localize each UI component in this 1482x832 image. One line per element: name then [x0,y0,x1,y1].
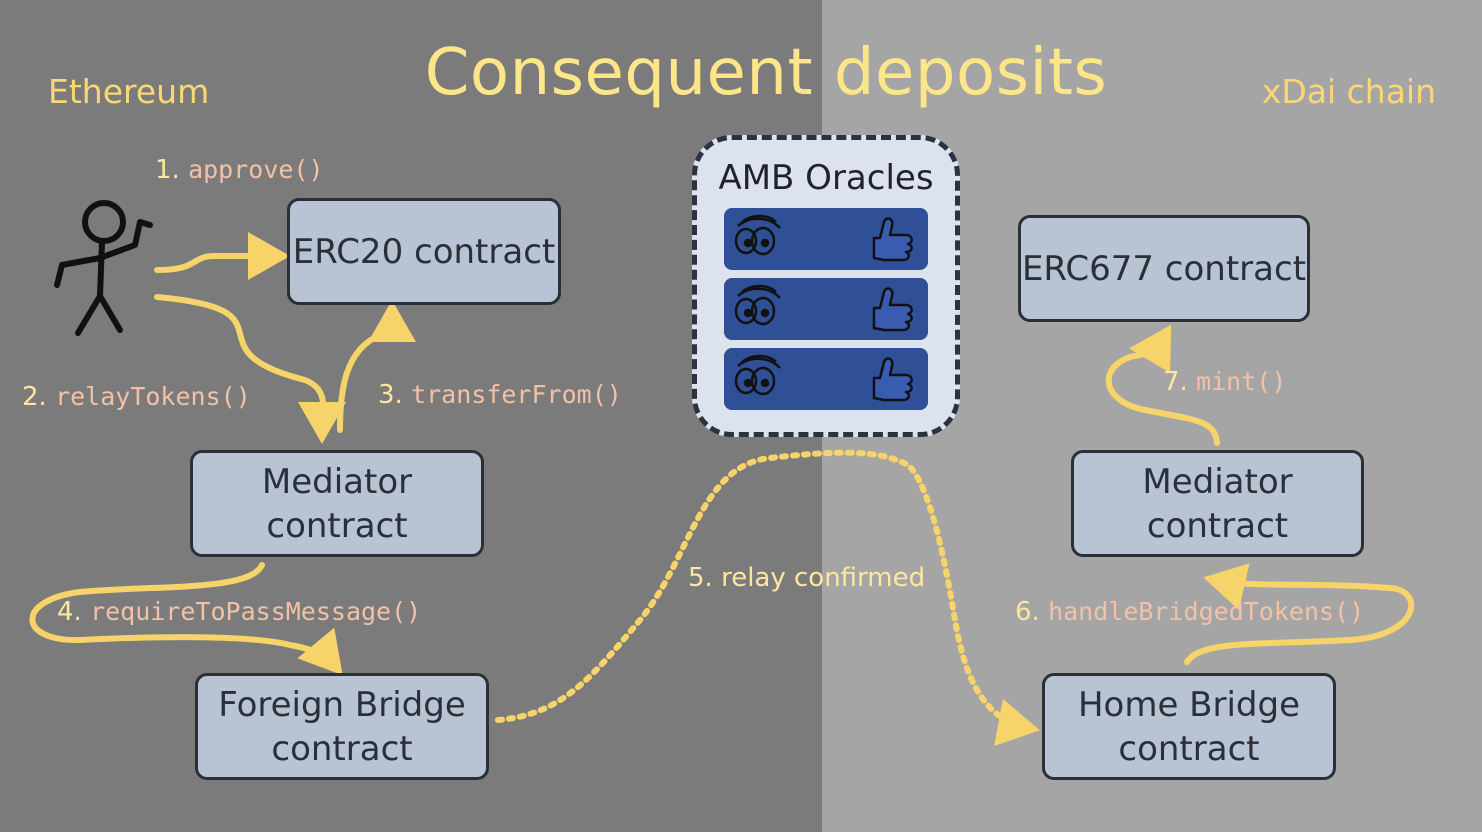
erc20-contract-box: ERC20 contract [287,198,561,305]
step-5-label: 5. relay confirmed [688,563,925,593]
step-1-call: approve() [188,155,324,184]
amb-oracles-title: AMB Oracles [718,158,934,198]
home-bridge-line2: contract [1118,728,1260,769]
step-6-call: handleBridgedTokens() [1048,597,1365,626]
step-3-number: 3. [378,380,403,410]
thumbs-up-icon [872,217,913,262]
step-3-label: 3. transferFrom() [378,380,622,410]
step-2-number: 2. [22,382,47,412]
step-6-number: 6. [1015,597,1040,627]
step-5-number: 5. [688,563,713,593]
mediator-right-line1: Mediator [1142,461,1293,502]
step-1-number: 1. [155,155,180,185]
step-5-text: relay confirmed [721,563,926,593]
arrow-approve [154,232,290,280]
step-1-label: 1. approve() [155,155,324,185]
eyes-icon [734,284,781,326]
eyes-icon [734,354,781,396]
oracle-item [724,278,928,340]
erc677-contract-label: ERC677 contract [1021,248,1307,289]
thumbs-up-icon [872,287,913,332]
arrow-relay-confirmed [495,449,1040,747]
arrow-relay-tokens [154,294,347,444]
step-4-number: 4. [57,597,82,627]
home-bridge-line1: Home Bridge [1077,684,1301,725]
eyes-icon [734,214,781,256]
step-7-call: mint() [1196,367,1287,396]
step-7-label: 7. mint() [1163,367,1286,397]
step-6-label: 6. handleBridgedTokens() [1015,597,1364,627]
oracle-item [724,208,928,270]
mediator-left-line2: contract [266,505,408,546]
chain-label-xdai: xDai chain [1261,72,1436,111]
chain-label-ethereum: Ethereum [48,72,210,111]
arrow-mint [1105,324,1220,446]
arrow-transfer-from [337,300,416,433]
oracle-item [724,348,928,410]
step-7-number: 7. [1163,367,1188,397]
foreign-bridge-line2: contract [271,728,413,769]
step-4-call: requireToPassMessage() [90,597,422,626]
step-2-call: relayTokens() [55,382,251,411]
thumbs-up-icon [872,357,913,402]
step-4-label: 4. requireToPassMessage() [57,597,421,627]
arrow-handle-bridged [1184,563,1415,665]
mediator-left-line1: Mediator [261,461,413,502]
arrow-require-to-pass [29,562,343,676]
step-2-label: 2. relayTokens() [22,382,251,412]
erc677-contract-box: ERC677 contract [1018,215,1310,322]
foreign-bridge-line1: Foreign Bridge [218,684,466,725]
erc20-contract-label: ERC20 contract [292,231,556,272]
step-3-call: transferFrom() [411,380,622,409]
mediator-right-line2: contract [1146,505,1289,546]
amb-oracles-panel: AMB Oracles [692,135,960,437]
diagram-title: Consequent deposits [424,36,1108,110]
